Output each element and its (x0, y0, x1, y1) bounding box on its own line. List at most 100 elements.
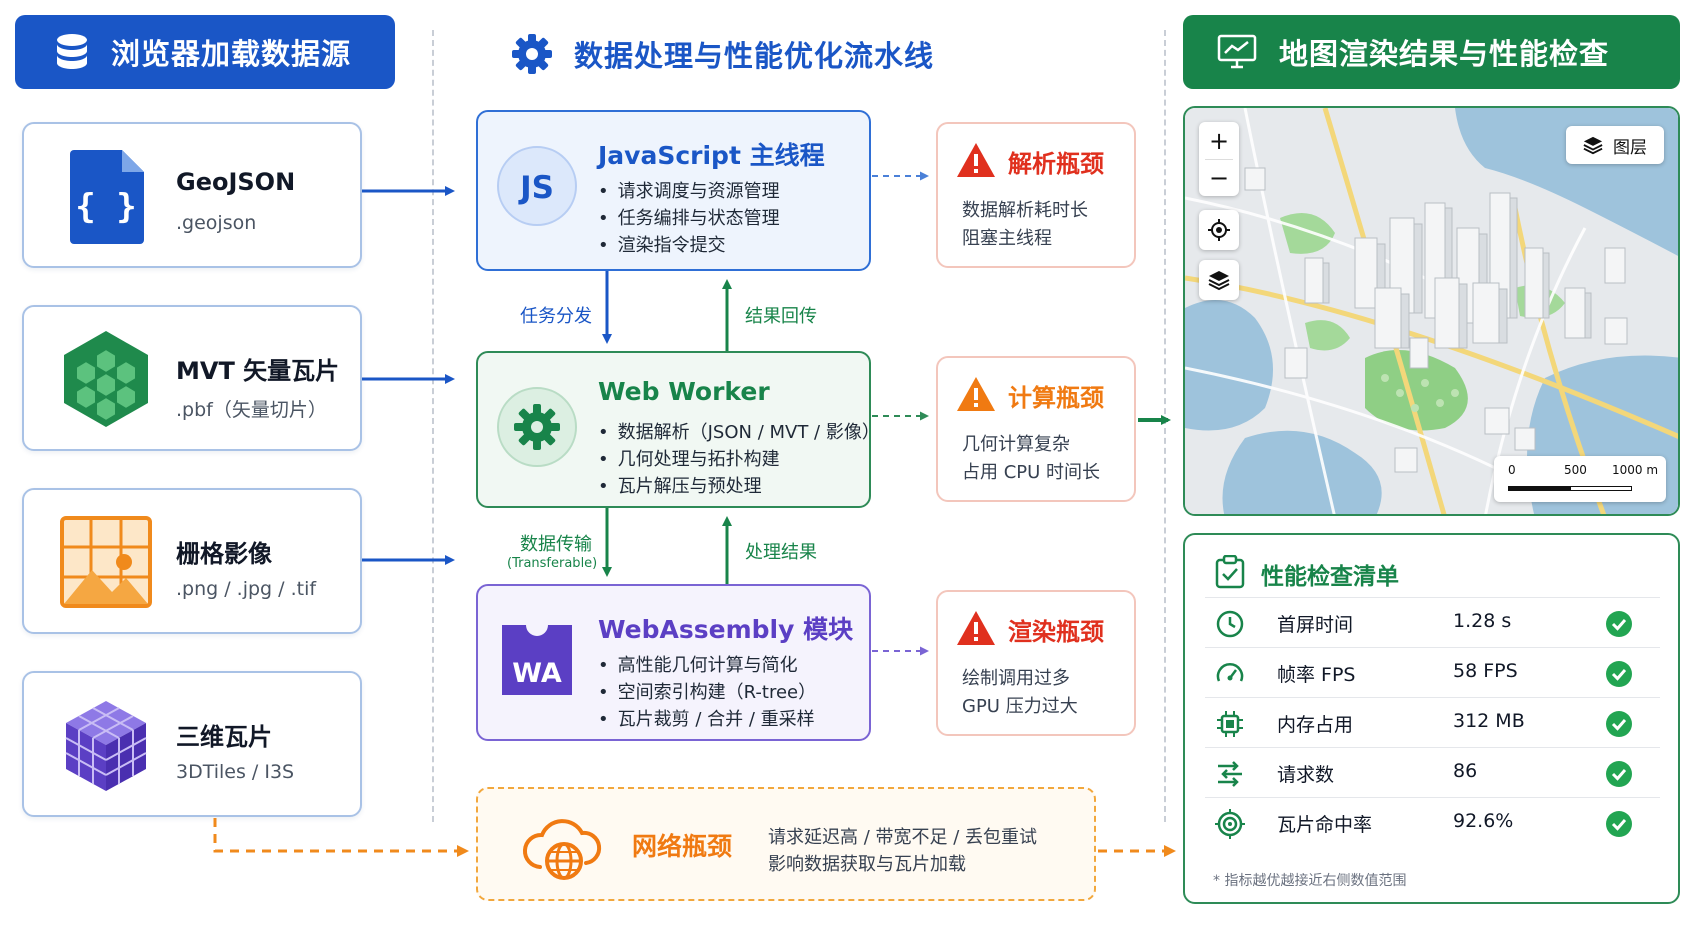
svg-text:{ }: { } (75, 187, 136, 227)
transfer-label: 数据传输 (520, 534, 592, 555)
source-name: 三维瓦片 (176, 723, 272, 751)
js-title: JavaScript 主线程 (598, 141, 825, 170)
sources-header: 浏览器加载数据源 (15, 15, 395, 89)
source-card-geojson: { } GeoJSON .geojson (22, 122, 362, 268)
chip-icon (1217, 711, 1243, 737)
bottleneck-line: 绘制调用过多 (962, 668, 1070, 689)
json-file-icon: { } (70, 150, 144, 244)
dispatch-label: 任务分发 (520, 306, 592, 327)
worker-gear-icon (497, 387, 577, 467)
bottleneck-title: 计算瓶颈 (1008, 384, 1104, 412)
js-badge-icon (497, 146, 577, 226)
check-circle-icon (1606, 811, 1632, 837)
target-icon (1215, 809, 1245, 839)
bottleneck-title: 解析瓶颈 (1008, 150, 1104, 178)
compute-bottleneck-box: 计算瓶颈 几何计算复杂 占用 CPU 时间长 (936, 356, 1136, 502)
metric-value: 312 MB (1453, 710, 1525, 732)
zoom-out-button[interactable]: − (1208, 163, 1230, 192)
results-header-title: 地图渲染结果与性能检查 (1279, 37, 1610, 71)
warning-icon (957, 143, 995, 177)
render-bottleneck-box: 渲染瓶颈 绘制调用过多 GPU 压力过大 (936, 590, 1136, 736)
checklist-row: 瓦片命中率 92.6% (1205, 797, 1660, 847)
checklist-title: 性能检查清单 (1261, 564, 1399, 590)
metric-value: 92.6% (1453, 810, 1514, 832)
js-task-item: 任务编排与状态管理 (598, 205, 780, 232)
checklist-row: 内存占用 312 MB (1205, 697, 1660, 747)
scale-label: 0 (1508, 463, 1516, 477)
metric-value: 86 (1453, 760, 1478, 782)
metric-label: 首屏时间 (1277, 614, 1354, 636)
bottleneck-line: 几何计算复杂 (962, 434, 1070, 455)
wasm-task-list: 高性能几何计算与简化 空间索引构建（R-tree） 瓦片裁剪 / 合并 / 重采… (598, 652, 816, 733)
worker-task-item: 数据解析（JSON / MVT / 影像） (598, 419, 880, 446)
source-name: MVT 矢量瓦片 (176, 357, 340, 385)
wasm-task-item: 瓦片裁剪 / 合并 / 重采样 (598, 706, 816, 733)
bottleneck-line: 占用 CPU 时间长 (962, 462, 1101, 483)
metric-label: 内存占用 (1277, 714, 1354, 736)
pipeline-header: 数据处理与性能优化流水线 (510, 24, 934, 84)
js-badge-text: JS (520, 170, 554, 206)
layers-icon (1583, 136, 1603, 155)
column-divider-right (1164, 30, 1166, 822)
zoom-control: + − (1199, 122, 1239, 196)
scale-bar-segment (1570, 486, 1632, 491)
web-worker-box: Web Worker 数据解析（JSON / MVT / 影像） 几何处理与拓扑… (476, 351, 880, 508)
zoom-divider (1205, 158, 1233, 160)
result-label: 处理结果 (745, 542, 817, 563)
sources-header-title: 浏览器加载数据源 (111, 37, 352, 71)
performance-checklist: 性能检查清单 首屏时间 1.28 s 帧率 FPS 58 FPS 内存占用 31… (1183, 533, 1680, 904)
requests-icon (1218, 761, 1242, 787)
wasm-badge-icon (502, 625, 572, 695)
checklist-row: 请求数 86 (1205, 747, 1660, 797)
check-circle-icon (1606, 711, 1632, 737)
wasm-task-item: 高性能几何计算与简化 (598, 652, 816, 679)
layers-side-button[interactable] (1199, 260, 1239, 300)
column-divider-left (432, 30, 434, 822)
layers-icon (1208, 271, 1230, 291)
worker-task-item: 瓦片解压与预处理 (598, 473, 880, 500)
js-task-item: 请求调度与资源管理 (598, 178, 780, 205)
checklist-note: * 指标越优越接近右侧数值范围 (1213, 873, 1407, 889)
gear-icon (512, 34, 552, 74)
warning-icon (957, 611, 995, 645)
cube-icon (65, 701, 147, 791)
scale-label: 500 (1564, 463, 1587, 477)
pipeline-header-title: 数据处理与性能优化流水线 (574, 39, 935, 73)
monitor-chart-icon (1217, 34, 1257, 69)
raster-image-icon (60, 516, 152, 608)
wasm-module-box: WA WebAssembly 模块 高性能几何计算与简化 空间索引构建（R-tr… (476, 584, 871, 741)
network-title: 网络瓶颈 (632, 832, 733, 861)
source-extension: .png / .jpg / .tif (176, 578, 317, 600)
cloud-globe-icon (523, 819, 602, 880)
database-icon (57, 34, 87, 69)
results-header: 地图渲染结果与性能检查 (1183, 15, 1680, 89)
warning-icon (957, 377, 995, 411)
locate-button[interactable] (1199, 210, 1239, 250)
worker-title: Web Worker (598, 377, 770, 406)
bottleneck-line: 阻塞主线程 (962, 228, 1052, 249)
layer-button[interactable]: 图层 (1566, 126, 1664, 164)
wasm-task-item: 空间索引构建（R-tree） (598, 679, 816, 706)
wasm-title: WebAssembly 模块 (598, 615, 854, 644)
clock-icon (1216, 610, 1244, 638)
callback-label: 结果回传 (745, 306, 817, 327)
metric-value: 58 FPS (1453, 660, 1518, 682)
locate-icon (1208, 219, 1230, 241)
js-task-list: 请求调度与资源管理 任务编排与状态管理 渲染指令提交 (598, 178, 780, 259)
source-extension: .geojson (176, 212, 257, 234)
zoom-in-button[interactable]: + (1208, 126, 1230, 155)
hexagon-tile-icon (64, 331, 148, 427)
checklist-row: 帧率 FPS 58 FPS (1205, 647, 1660, 697)
map-view[interactable]: + − 图层 0 500 1000 m (1183, 106, 1680, 516)
speedometer-icon (1216, 663, 1244, 682)
source-extension: .pbf（矢量切片） (176, 399, 327, 421)
network-line: 请求延迟高 / 带宽不足 / 丢包重试 (768, 827, 1038, 848)
scale-bar: 0 500 1000 m (1494, 456, 1666, 502)
metric-label: 瓦片命中率 (1277, 814, 1373, 836)
parse-bottleneck-box: 解析瓶颈 数据解析耗时长 阻塞主线程 (936, 122, 1136, 268)
arrow-3dtiles-to-network (213, 818, 469, 857)
metric-label: 请求数 (1277, 764, 1335, 786)
check-circle-icon (1606, 611, 1632, 637)
